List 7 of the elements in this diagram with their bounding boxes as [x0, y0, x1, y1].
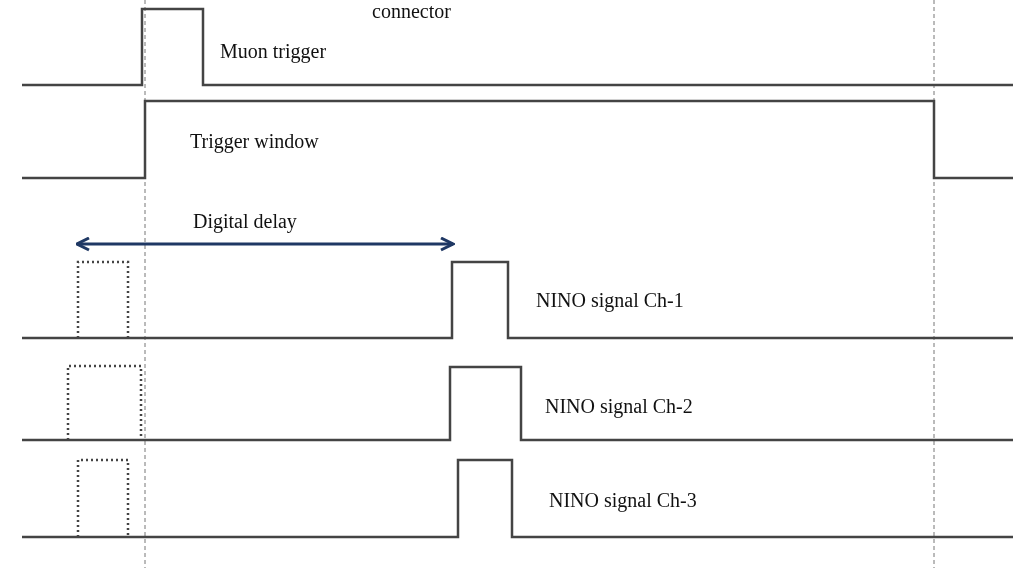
- signal-label: NINO signal Ch-1: [536, 289, 684, 311]
- signal-label: NINO signal Ch-2: [545, 395, 693, 417]
- signal-label: Muon trigger: [220, 40, 327, 62]
- signal-label: connector: [372, 0, 451, 22]
- signal-label: NINO signal Ch-3: [549, 489, 697, 511]
- signal-label: Trigger window: [190, 130, 319, 152]
- dimension-label: Digital delay: [193, 210, 297, 232]
